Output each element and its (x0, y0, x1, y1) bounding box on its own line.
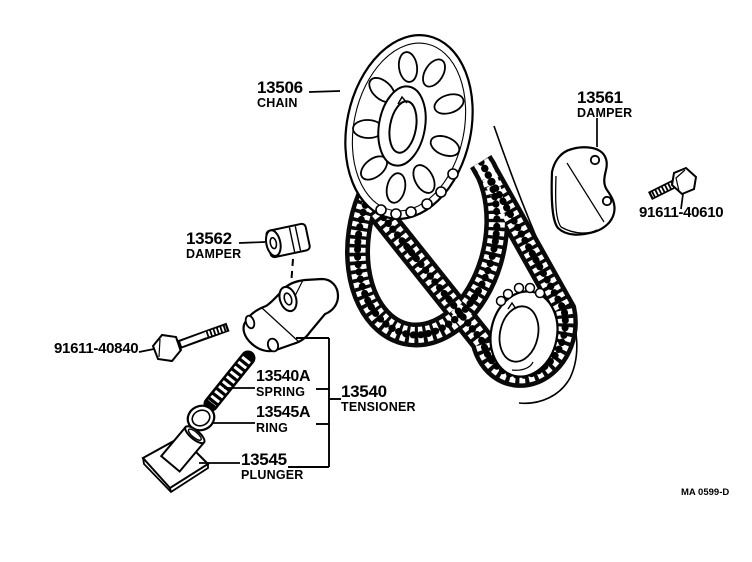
leader-damper-13562 (238, 241, 266, 244)
part-label-13545a-ring: 13545A RING (256, 404, 311, 435)
leader-bolt-40840 (138, 348, 155, 353)
part-label-91611-40610-bolt: 91611-40610 (639, 204, 724, 221)
part-number: 13506 (257, 78, 303, 97)
bolt-91611-40610-drawing (647, 166, 698, 201)
crankshaft-sprocket-drawing (489, 282, 559, 378)
part-label-13545-plunger: 13545 PLUNGER (241, 451, 304, 482)
part-number: 13545 (241, 450, 287, 469)
leader-lines (138, 90, 684, 464)
tensioner-bracket-lines (288, 337, 341, 468)
part-name: TENSIONER (341, 400, 416, 414)
part-number: 91611-40840 (54, 340, 139, 357)
part-name: PLUNGER (241, 468, 304, 482)
part-label-13506-chain: 13506 CHAIN (257, 79, 303, 110)
spring-13540a-drawing (203, 350, 256, 412)
part-label-13540-tensioner: 13540 TENSIONER (341, 383, 416, 414)
leader-chain (308, 90, 341, 93)
part-name: DAMPER (577, 106, 633, 120)
camshaft-sprocket-drawing (344, 34, 474, 220)
tensioner-body-drawing (242, 277, 340, 353)
part-number: 91611-40610 (639, 204, 724, 221)
part-label-13562-damper: 13562 DAMPER (186, 230, 241, 261)
plunger-13545-drawing (141, 425, 210, 494)
part-number: 13540A (256, 368, 311, 385)
damper-13561-drawing (550, 146, 616, 236)
part-number: 13540 (341, 382, 387, 401)
leader-bolt-40610 (680, 193, 684, 210)
ring-13545a-drawing (186, 404, 216, 432)
part-label-13561-damper: 13561 DAMPER (577, 89, 632, 120)
part-number: 13561 (577, 88, 623, 107)
part-label-13540a-spring: 13540A SPRING (256, 368, 311, 399)
part-name: RING (256, 421, 289, 435)
figure-code: MA 0599-D (681, 487, 730, 498)
damper-13562-drawing (264, 222, 311, 287)
damper-13562-dashed-line (290, 258, 294, 287)
part-number: 13545A (256, 404, 311, 421)
bolt-91611-40840-drawing (151, 322, 230, 363)
part-label-91611-40840-bolt: 91611-40840 (54, 340, 139, 357)
part-name: CHAIN (257, 96, 298, 110)
part-name: DAMPER (186, 247, 242, 261)
part-name: SPRING (256, 385, 306, 399)
part-number: 13562 (186, 229, 232, 248)
